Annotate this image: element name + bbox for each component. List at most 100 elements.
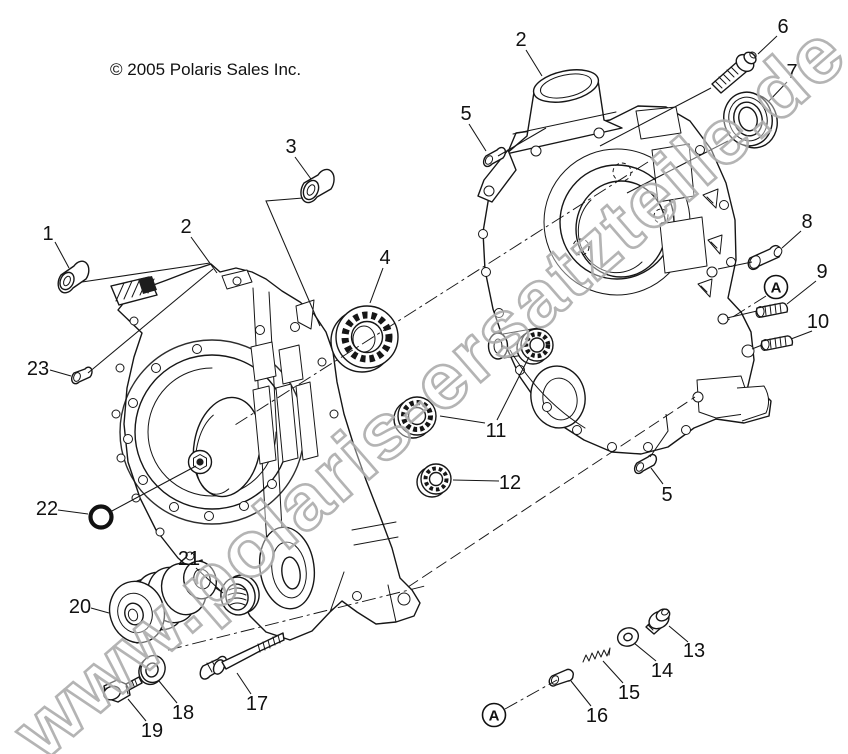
callout-3: 3 (285, 136, 296, 158)
leader-line-9 (786, 280, 817, 305)
part-15-spring (582, 647, 611, 663)
leader-line-7 (767, 81, 788, 103)
leader-line-5 (468, 123, 487, 152)
leader-line-9 (726, 310, 758, 319)
leader-line-23 (49, 369, 72, 377)
leader-line-5 (650, 467, 664, 485)
leader-line-23 (87, 268, 214, 374)
callout-18: 18 (172, 702, 194, 724)
callout-19: 19 (141, 720, 163, 742)
part-9-fitting (755, 302, 789, 318)
gussets (697, 188, 723, 298)
callout-2: 2 (515, 29, 526, 51)
detail-marker-axis (504, 679, 558, 710)
left-crankcase-half-drawing (110, 263, 421, 641)
copyright-text: © 2005 Polaris Sales Inc. (110, 60, 301, 79)
callout-21: 21 (178, 548, 200, 570)
leader-line-11 (496, 356, 530, 421)
part-17-case-bolt (199, 632, 285, 680)
leader-line-13 (668, 625, 689, 643)
callout-5: 5 (460, 103, 471, 125)
part-8-dowel (747, 244, 783, 271)
callout-5: 5 (661, 484, 672, 506)
cylinder-neck (505, 69, 623, 157)
leader-line-3 (265, 197, 321, 327)
part-10-fitting (760, 335, 794, 351)
leader-line-5 (497, 127, 547, 157)
leader-line-21 (195, 567, 224, 594)
leader-line-8 (717, 261, 753, 270)
detail-marker-label: A (771, 280, 782, 297)
callout-6: 6 (777, 16, 788, 38)
callout-16: 16 (586, 705, 608, 727)
leader-line-22 (57, 509, 89, 515)
callout-23: 23 (27, 358, 49, 380)
leader-line-11 (439, 415, 486, 424)
pump-bore (258, 526, 316, 610)
part-20-pump-drive (108, 559, 218, 644)
part-4-bearing (330, 305, 399, 373)
callout-10: 10 (807, 311, 829, 333)
callout-12: 12 (499, 472, 521, 494)
callout-9: 9 (816, 261, 827, 283)
part-23-dowel-pin (70, 366, 93, 385)
callout-4: 4 (379, 247, 390, 269)
callout-7: 7 (786, 61, 797, 83)
leader-line-6 (757, 35, 778, 55)
leader-line-22 (109, 465, 197, 513)
part-5-dowel-pin-top (482, 146, 507, 168)
axis-line (167, 585, 426, 651)
detail-marker-circle (481, 702, 507, 728)
part-12-bearing (416, 463, 452, 498)
part-14-washer (616, 627, 640, 647)
leader-line-15 (602, 660, 624, 684)
leader-line-10 (751, 344, 763, 350)
part-18-washer (138, 654, 166, 686)
callout-15: 15 (618, 682, 640, 704)
part-11-bearing-a (393, 396, 437, 439)
part-1-bushing (57, 260, 90, 294)
callout-14: 14 (651, 660, 673, 682)
callout-17: 17 (246, 693, 268, 715)
leader-line-1 (54, 241, 70, 269)
leader-line-6 (599, 87, 712, 147)
callout-1: 1 (42, 223, 53, 245)
part-13-oil-bolt (645, 608, 671, 635)
axis-line (407, 396, 696, 588)
callout-22: 22 (36, 498, 58, 520)
leader-line-2 (190, 236, 218, 274)
leader-line-7 (626, 140, 729, 194)
callout-8: 8 (801, 211, 812, 233)
flange-bolt-holes (111, 316, 195, 561)
detail-marker-circle (763, 274, 789, 300)
callout-11: 11 (486, 420, 507, 442)
part-11-bearing-b (516, 328, 554, 365)
leader-line-4 (369, 267, 384, 304)
part-22-o-ring (88, 504, 114, 530)
leader-line-8 (781, 230, 802, 249)
part-16-detent-pin (548, 668, 574, 687)
leader-line-10 (790, 330, 813, 340)
leader-line-14 (633, 642, 657, 662)
callout-2: 2 (180, 216, 191, 238)
part-21-seal-collar (220, 574, 260, 616)
leader-line-3 (294, 156, 312, 180)
detail-marker-axis (727, 295, 767, 321)
callout-20: 20 (69, 596, 91, 618)
leader-line-5 (649, 413, 669, 458)
part-6-flange-bolt (711, 51, 757, 94)
detail-marker-label: A (489, 708, 500, 725)
gasket-bolt-holes (123, 322, 300, 521)
leader-line-12 (452, 479, 500, 482)
leader-line-19 (127, 698, 147, 722)
part-19-drain-plug (103, 676, 143, 703)
leader-line-17 (236, 672, 252, 695)
right-crankcase-half-drawing (477, 69, 772, 455)
leader-line-18 (158, 680, 178, 704)
callout-13: 13 (683, 640, 705, 662)
leader-line-1 (81, 262, 211, 283)
axis-line (234, 161, 649, 426)
